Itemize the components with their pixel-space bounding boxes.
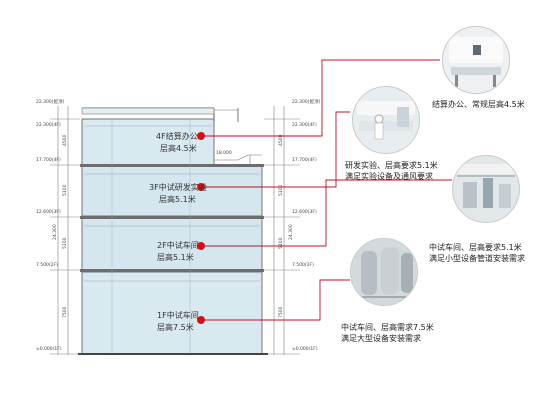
- elevation-labels: 22.300(屋顶) 22.300(4F) 17.700(4F) 12.600(…: [36, 99, 321, 352]
- floor-1f-height: 层高7.5米: [157, 323, 194, 332]
- callout-lab-line1: 研发实验、层高要求5.1米: [345, 161, 438, 170]
- dim-left-3f: 5100: [62, 184, 68, 196]
- dim-left-2f: 5100: [62, 237, 68, 249]
- right-dimension-axis: [264, 106, 300, 355]
- leader-lines: [201, 59, 452, 321]
- photo-lab: [352, 86, 420, 154]
- photo-workshop-2f: [452, 155, 520, 223]
- elev-left-1f: ±0.000(1F): [36, 346, 62, 352]
- photo-office: [442, 26, 510, 94]
- elev-left-4f-base: 17.700(4F): [36, 157, 61, 163]
- photo-workshop-1f: [350, 238, 418, 306]
- callout-workshop-2f: 中试车间、层高要求5.1米 满足小型设备管道安装需求: [429, 242, 525, 264]
- callout-lab: 研发实验、层高要求5.1米 满足实验设备及通风要求: [345, 160, 438, 182]
- dim-right-2f: 5100: [278, 237, 284, 249]
- elev-left-roof: 22.300(屋顶): [36, 99, 65, 105]
- callout-workshop-2f-line2: 满足小型设备管道安装需求: [429, 254, 525, 263]
- dim-right-4f: 4500: [278, 134, 284, 146]
- marker-1f: [197, 316, 205, 324]
- floor-label-1f: 1F中试车间 层高7.5米: [157, 310, 199, 334]
- callout-workshop-2f-line1: 中试车间、层高要求5.1米: [429, 243, 522, 252]
- callout-lab-line2: 满足实验设备及通风要求: [345, 172, 433, 181]
- elev-left-4f: 22.300(4F): [36, 122, 61, 128]
- floor-4f-name: 4F结算办公: [156, 132, 198, 141]
- floor-3f-name: 3F中试研发实验: [149, 183, 207, 192]
- elev-right-2f: 7.500(2F): [292, 262, 314, 268]
- floor-2f-height: 层高5.1米: [157, 253, 194, 262]
- dim-right-3f: 5100: [278, 184, 284, 196]
- callout-office-line1: 结算办公、常规层高4.5米: [432, 100, 525, 109]
- elev-right-4f: 22.300(4F): [292, 122, 317, 128]
- floor-4f-height: 层高4.5米: [160, 144, 197, 153]
- elev-right-1f: ±0.000(1F): [292, 346, 318, 352]
- elev-right-roof: 22.300(屋顶): [292, 99, 321, 105]
- elev-right-4f-base: 17.700(4F): [292, 157, 317, 163]
- floor-label-2f: 2F中试车间 层高5.1米: [157, 240, 199, 264]
- callout-workshop-1f: 中试车间、层高需求7.5米 满足大型设备安装需求: [341, 322, 434, 344]
- callout-workshop-1f-line1: 中试车间、层高需求7.5米: [341, 323, 434, 332]
- floor-3f-height: 层高5.1米: [159, 195, 196, 204]
- dim-left-4f: 4500: [62, 134, 68, 146]
- dim-right-1f: 7500: [278, 306, 284, 318]
- building-frame: [78, 107, 268, 355]
- floor-label-3f: 3F中试研发实验 层高5.1米: [149, 182, 207, 206]
- floor-markers: [197, 132, 205, 324]
- floor-2f-name: 2F中试车间: [157, 241, 199, 250]
- elev-right-3f: 12.600(3F): [292, 209, 317, 215]
- callout-workshop-1f-line2: 满足大型设备安装需求: [341, 334, 421, 343]
- marker-3f: [197, 183, 205, 191]
- left-dimension-axis: [50, 106, 80, 355]
- canopy-dim: 18.000: [216, 150, 232, 156]
- floor-label-4f: 4F结算办公 层高4.5米: [156, 131, 198, 155]
- marker-4f: [197, 132, 205, 140]
- floor-1f-name: 1F中试车间: [157, 311, 199, 320]
- elev-left-3f: 12.600(3F): [36, 209, 61, 215]
- dim-left-1f: 7500: [62, 306, 68, 318]
- marker-2f: [197, 242, 205, 250]
- dim-right-total: 24.300: [288, 224, 294, 240]
- dim-total: 24.300: [52, 224, 58, 240]
- elev-left-2f: 7.500(2F): [36, 262, 58, 268]
- dimension-numbers: 4500 5100 5100 7500 24.300 4500 5100 510…: [52, 134, 294, 318]
- callout-office: 结算办公、常规层高4.5米: [432, 99, 525, 110]
